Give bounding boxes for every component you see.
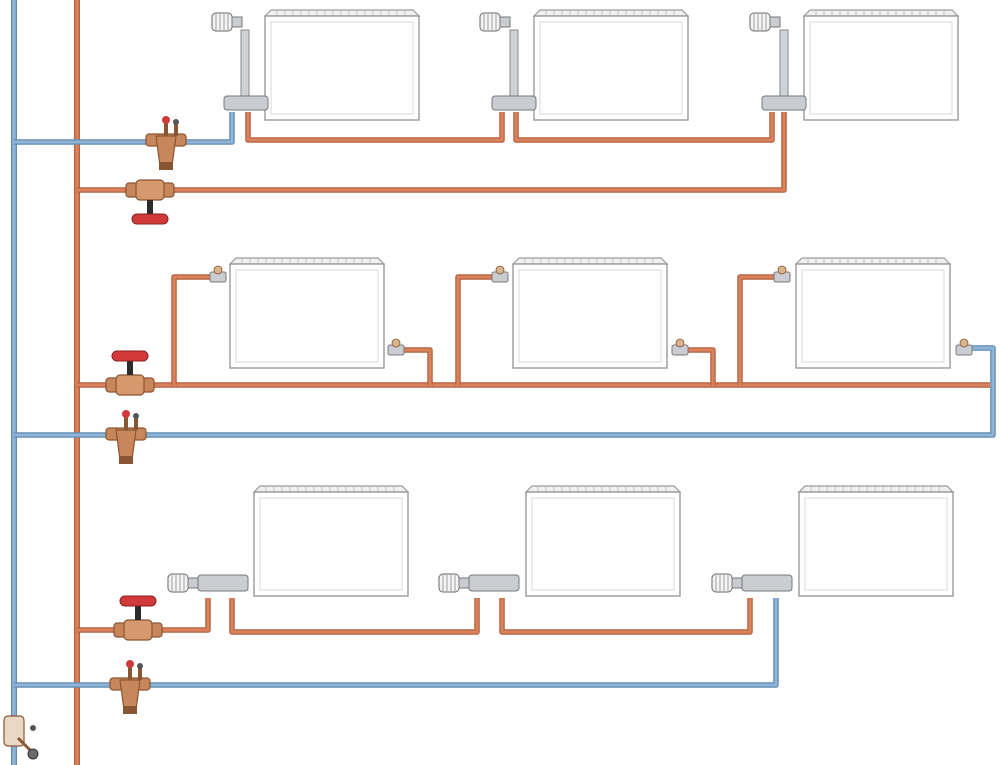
ball-valve-icon	[105, 350, 155, 396]
floor-1-pipes	[14, 112, 787, 193]
floor-2-radiator-2	[491, 257, 689, 369]
thermostatic-valve-icon	[209, 265, 227, 283]
floor-2-radiator-1	[209, 257, 405, 369]
floor-2-ball-valve	[105, 350, 155, 396]
balancing-valve-icon	[109, 659, 151, 715]
thermostatic-valve-icon	[491, 265, 509, 283]
balancing-valve-icon	[145, 115, 187, 171]
floor-2-balancing-valve	[105, 409, 147, 465]
balancing-valve-icon	[105, 409, 147, 465]
floor-2-radiator-3	[773, 257, 973, 369]
floor-1-balancing-valve	[145, 115, 187, 171]
floor-1-ball-valve	[125, 179, 175, 225]
thermostatic-head-icon	[711, 573, 793, 593]
floor-1-radiator-3	[749, 9, 959, 121]
twin-manifold-valve	[211, 12, 269, 111]
ball-valve-icon	[125, 179, 175, 225]
floor-1-radiator-2	[479, 9, 689, 121]
floor-3-balancing-valve	[109, 659, 151, 715]
thermostatic-head-icon	[438, 573, 520, 593]
thermostatic-head-icon	[167, 573, 249, 593]
thermostatic-valve-icon	[773, 265, 791, 283]
floor-3-radiator-3	[711, 485, 954, 597]
drain-valve-icon	[3, 715, 39, 760]
floor-3-radiator-1	[167, 485, 409, 597]
ball-valve-icon	[113, 595, 163, 641]
twin-manifold-valve	[749, 12, 807, 111]
return-valve-icon	[955, 338, 973, 356]
twin-manifold-valve	[479, 12, 537, 111]
return-valve-icon	[387, 338, 405, 356]
return-valve-icon	[671, 338, 689, 356]
floor-3-ball-valve	[113, 595, 163, 641]
floor-3-radiator-2	[438, 485, 681, 597]
floor-2-pipes	[14, 274, 996, 438]
floor-1-radiator-1	[211, 9, 420, 121]
